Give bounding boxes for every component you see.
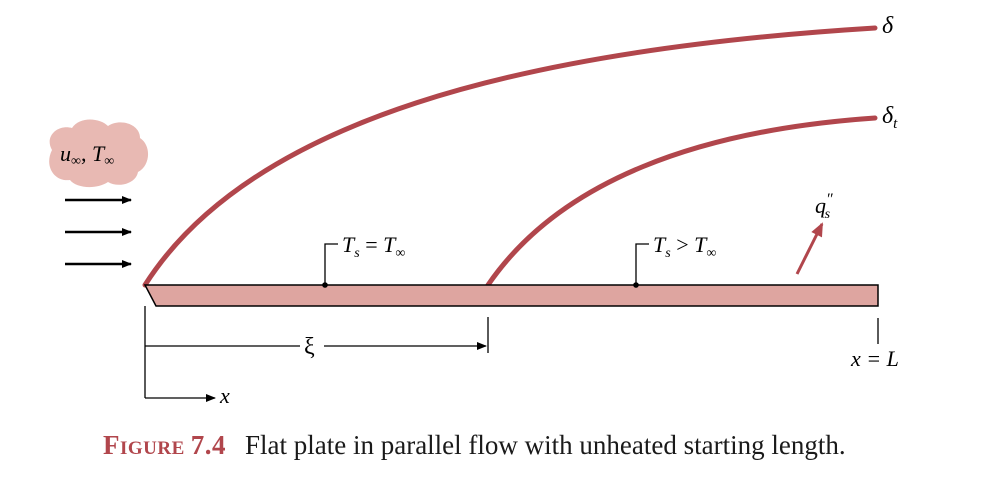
x-axis-label: x xyxy=(219,383,230,408)
velocity-boundary-layer-label: δ xyxy=(882,13,894,39)
flat-plate xyxy=(143,284,879,307)
heated-section-leader xyxy=(635,243,649,285)
heated-section-label: Ts > T∞ xyxy=(653,232,716,261)
unheated-section-marker xyxy=(322,282,328,288)
heat-flux-label: q″s xyxy=(815,191,833,222)
plate-end-label: x = L xyxy=(850,346,899,371)
starting-length-label: ξ xyxy=(304,334,315,360)
caption-number: 7.4 xyxy=(190,430,227,460)
free-stream-cloud xyxy=(49,119,149,188)
unheated-section-leader xyxy=(324,243,338,285)
unheated-section-label: Ts = T∞ xyxy=(342,232,405,261)
caption-text: Flat plate in parallel flow with unheate… xyxy=(245,430,846,460)
thermal-boundary-layer-label: δt xyxy=(882,103,898,132)
thermal-boundary-layer-curve xyxy=(485,115,878,288)
heated-section-marker xyxy=(633,282,639,288)
heat-flux-arrow xyxy=(795,222,824,275)
free-stream-label: u∞, T∞ xyxy=(60,141,114,169)
velocity-boundary-layer-curve xyxy=(142,25,878,288)
